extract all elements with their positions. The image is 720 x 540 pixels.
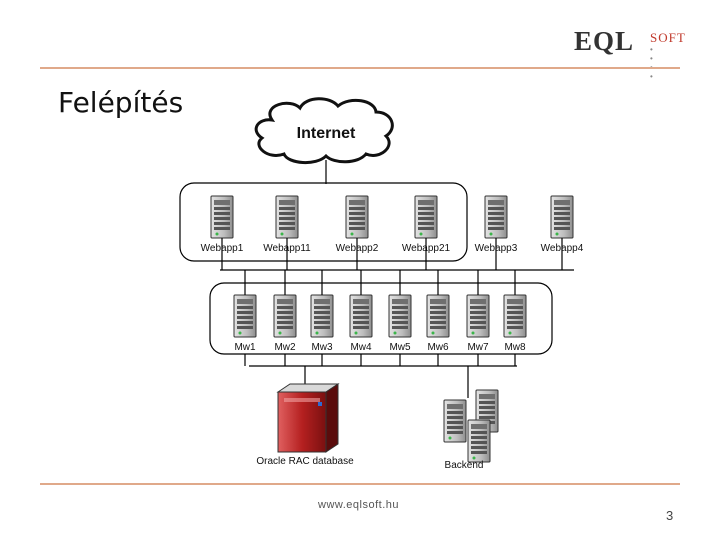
server-icon (349, 294, 373, 338)
server-icon (466, 294, 490, 338)
server-icon (426, 294, 450, 338)
backend-servers (443, 389, 499, 463)
middleware-server-8-label: Mw8 (504, 342, 526, 353)
internet-cloud (254, 97, 394, 164)
middleware-server-3-label: Mw3 (311, 342, 333, 353)
footer-url: www.eqlsoft.hu (318, 499, 399, 511)
backend-label: Backend (445, 460, 484, 471)
middleware-server-6: Mw6 (426, 294, 450, 353)
server-icon (414, 195, 438, 239)
webapp-cluster-box (179, 182, 468, 262)
middleware-servers: Mw1 Mw2 Mw3 Mw4 Mw5 Mw6 Mw7 Mw8 (233, 294, 527, 353)
footer-divider (40, 483, 680, 485)
database-server-icon (276, 383, 340, 453)
server-icon (210, 195, 234, 239)
internet-label: Internet (297, 125, 356, 142)
server-icon (275, 195, 299, 239)
server-icon (550, 195, 574, 239)
database-label: Oracle RAC database (256, 456, 354, 467)
middleware-server-8: Mw8 (503, 294, 527, 353)
middleware-server-2: Mw2 (273, 294, 297, 353)
server-icon (503, 294, 527, 338)
middleware-server-5-label: Mw5 (389, 342, 411, 353)
middleware-server-5: Mw5 (388, 294, 412, 353)
middleware-server-3: Mw3 (310, 294, 334, 353)
middleware-server-7-label: Mw7 (467, 342, 489, 353)
server-icon (233, 294, 257, 338)
header-divider (40, 67, 680, 69)
middleware-cluster-box (209, 282, 553, 355)
logo-main-text: EQL (574, 26, 635, 56)
middleware-server-1: Mw1 (233, 294, 257, 353)
logo-sub-text: SOFT (650, 30, 686, 45)
middleware-server-4-label: Mw4 (350, 342, 372, 353)
middleware-server-1-label: Mw1 (234, 342, 256, 353)
server-icon (388, 294, 412, 338)
server-icon (345, 195, 369, 239)
page-number: 3 (666, 508, 674, 523)
middleware-server-2-label: Mw2 (274, 342, 296, 353)
middleware-server-7: Mw7 (466, 294, 490, 353)
server-icon (484, 195, 508, 239)
slide-title: Felépítés (58, 86, 184, 119)
middleware-server-4: Mw4 (349, 294, 373, 353)
server-icon (273, 294, 297, 338)
server-icon (310, 294, 334, 338)
middleware-server-6-label: Mw6 (427, 342, 449, 353)
